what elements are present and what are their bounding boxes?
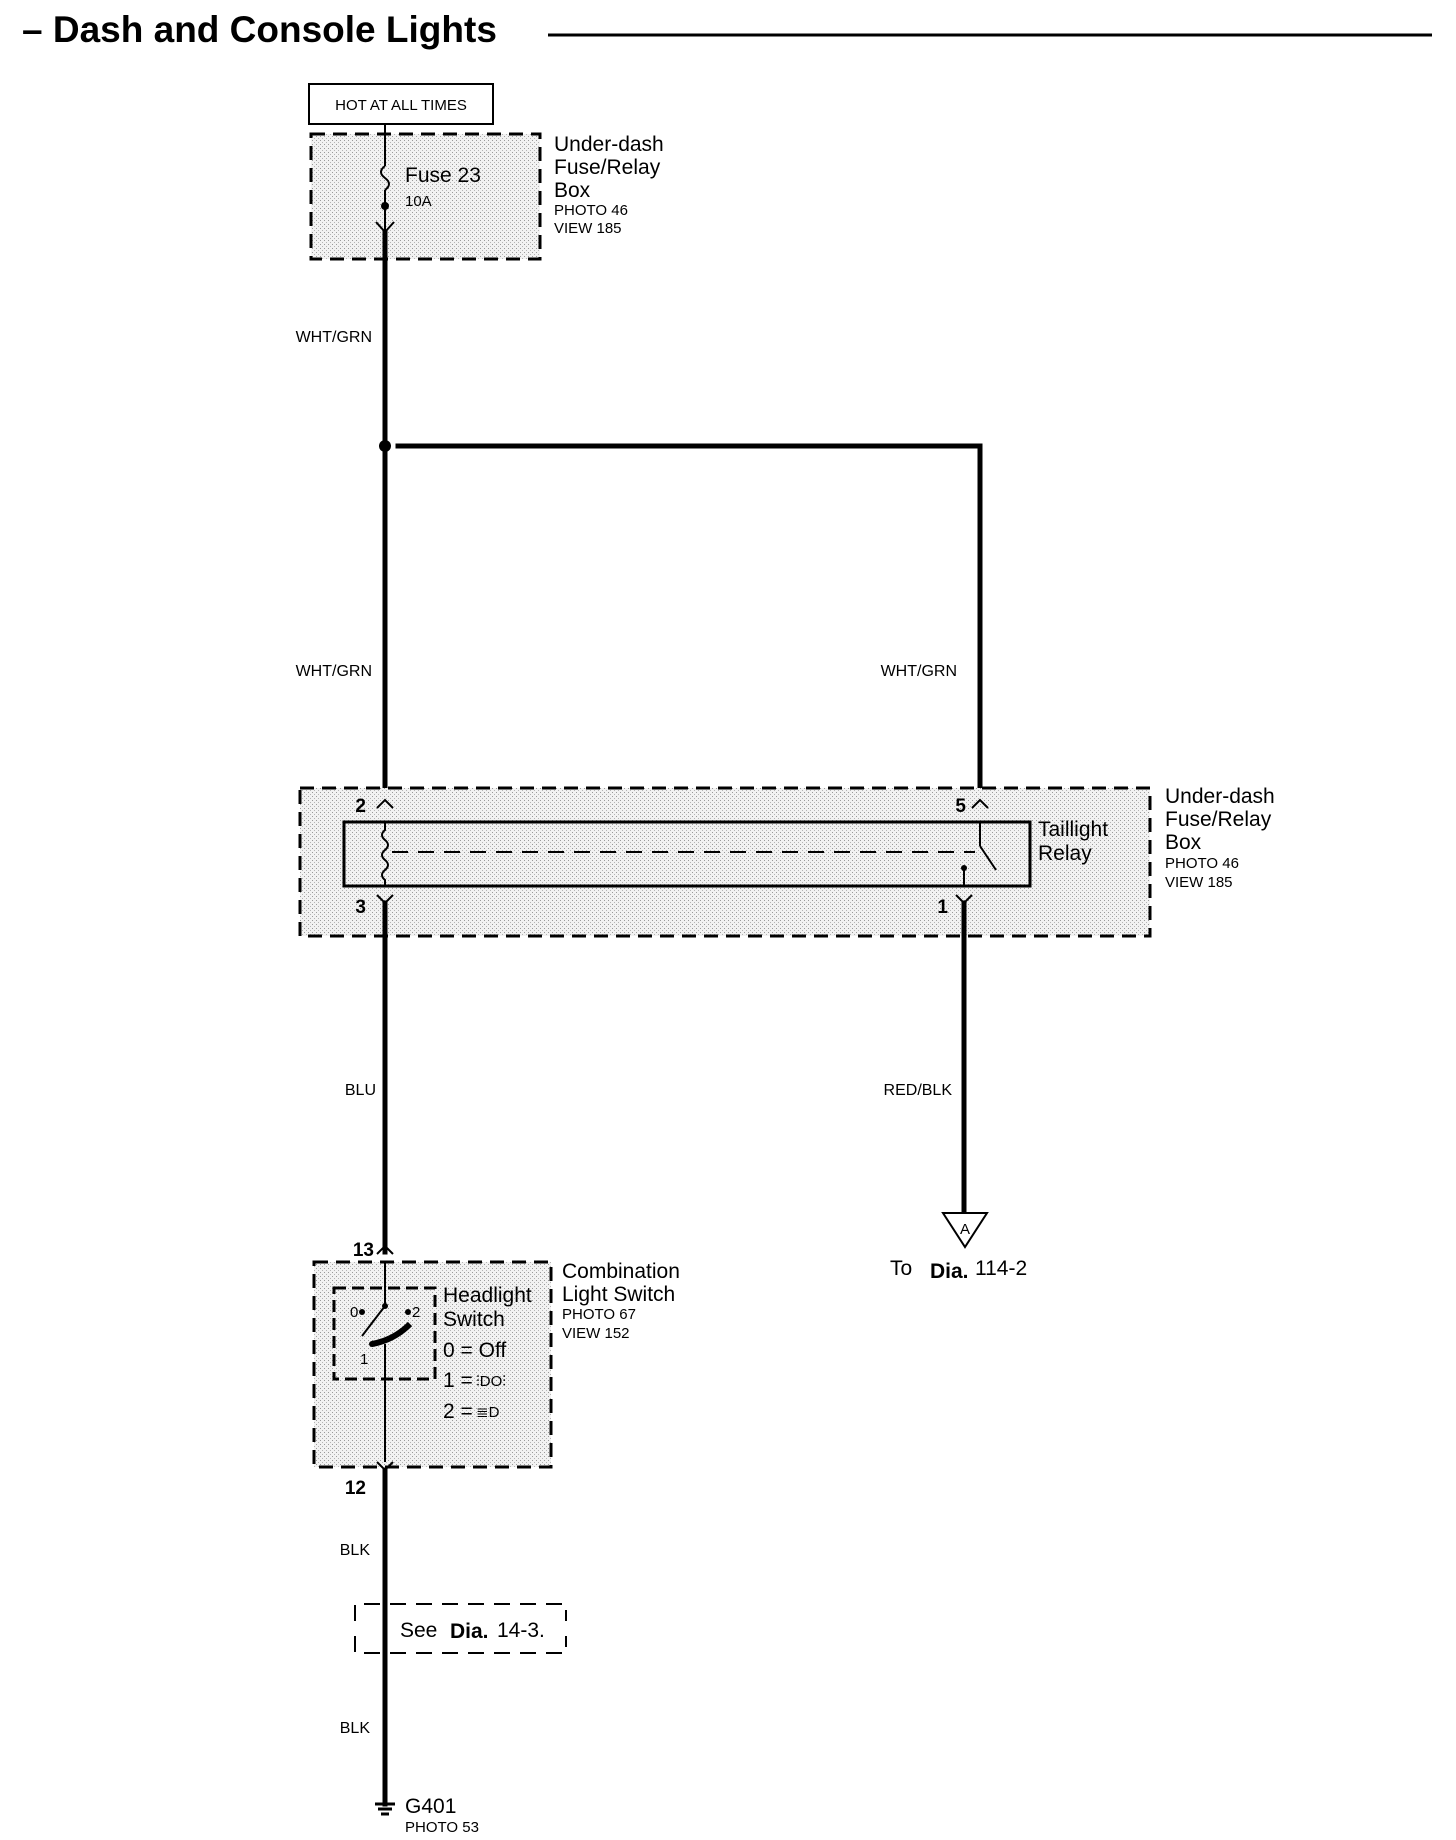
- relay-pin-5: 5: [955, 796, 966, 817]
- switch-pin-13: 13: [353, 1240, 374, 1261]
- parking-lights-icon: ⫶DO⫶: [476, 1373, 506, 1390]
- connector-a-icon: [941, 1212, 989, 1249]
- connector-a-to: To: [890, 1257, 912, 1280]
- relay-pin-1: 1: [937, 897, 948, 918]
- relay-box-name-3: Box: [1165, 831, 1202, 854]
- wire-label-mid-left: WHT/GRN: [296, 663, 372, 680]
- switch-blade-icon: [361, 1305, 386, 1337]
- switch-position-0: 0: [350, 1304, 358, 1321]
- pin-13-connector-icon: [376, 1244, 394, 1255]
- relay-pin-3: 3: [355, 897, 366, 918]
- relay-contact-arm-icon: [979, 845, 997, 871]
- connector-a-ref: 114-2: [975, 1257, 1027, 1280]
- fuse-box-top-name-1: Under-dash: [554, 133, 664, 156]
- switch-position-1: 1: [360, 1351, 368, 1368]
- ground-name: G401: [405, 1795, 456, 1818]
- headlight-switch-name-1: Headlight: [443, 1284, 532, 1307]
- power-source-label: HOT AT ALL TIMES: [335, 97, 467, 114]
- relay-box-name-2: Fuse/Relay: [1165, 808, 1272, 831]
- see-ref-number: 14-3.: [497, 1619, 545, 1642]
- fuse-box-top-view: VIEW 185: [554, 220, 622, 237]
- legend-pos1-prefix: 1 =: [443, 1369, 473, 1392]
- fuse-box-top-name-2: Fuse/Relay: [554, 156, 661, 179]
- relay-box-view: VIEW 185: [1165, 874, 1233, 891]
- see-ref-bracket-top: [354, 1603, 567, 1621]
- headlight-icon: ≣D: [476, 1404, 500, 1421]
- relay-pin-2: 2: [355, 796, 366, 817]
- connector-a-dia: Dia.: [930, 1260, 969, 1283]
- switch-view: VIEW 152: [562, 1325, 630, 1342]
- wire-label-mid-right: WHT/GRN: [881, 663, 957, 680]
- headlight-switch-name-2: Switch: [443, 1308, 505, 1331]
- relay-name-2: Relay: [1038, 842, 1092, 865]
- switch-name-2: Light Switch: [562, 1283, 675, 1306]
- see-ref-dia: Dia.: [450, 1620, 489, 1643]
- wire-label-blk-lower: BLK: [340, 1720, 371, 1737]
- see-ref-bracket-bottom: [354, 1636, 567, 1654]
- fuse-box-top: [309, 132, 542, 261]
- switch-photo: PHOTO 67: [562, 1306, 636, 1323]
- combination-switch-box: [312, 1260, 553, 1469]
- switch-contact-2: [405, 1309, 411, 1315]
- switch-contact-0: [359, 1309, 365, 1315]
- fuse-box-top-name-3: Box: [554, 179, 591, 202]
- switch-contact-1: [369, 1341, 375, 1347]
- connector-a-letter: A: [960, 1221, 970, 1238]
- power-source-box: [308, 83, 494, 125]
- switch-position-2: 2: [412, 1304, 420, 1321]
- wire-label-red-blk: RED/BLK: [884, 1082, 953, 1099]
- relay-name-1: Taillight: [1038, 818, 1108, 841]
- relay-coil-icon: [381, 822, 389, 886]
- fuse-rating: 10A: [405, 193, 432, 210]
- pin-5-connector-icon: [971, 798, 989, 809]
- see-ref-word: See: [400, 1619, 437, 1642]
- switch-pin-12: 12: [345, 1478, 366, 1499]
- wire-wht-grn-right-branch: [395, 443, 983, 811]
- switch-contact-arc-icon: [371, 1321, 413, 1347]
- fuse-name: Fuse 23: [405, 164, 481, 187]
- legend-off: 0 = Off: [443, 1339, 506, 1362]
- taillight-relay: [342, 820, 1032, 888]
- relay-box-photo: PHOTO 46: [1165, 855, 1239, 872]
- wire-label-blu: BLU: [345, 1082, 376, 1099]
- relay-contact-point: [961, 865, 967, 871]
- wire-label-top-left: WHT/GRN: [296, 329, 372, 346]
- wire-label-blk-upper: BLK: [340, 1542, 371, 1559]
- relay-box-name-1: Under-dash: [1165, 785, 1275, 808]
- fuse-box-top-photo: PHOTO 46: [554, 202, 628, 219]
- fuse-icon: [380, 165, 390, 191]
- legend-pos2-prefix: 2 =: [443, 1400, 473, 1423]
- pin-2-connector-icon: [376, 798, 394, 809]
- page-title: – Dash and Console Lights: [22, 9, 497, 50]
- ground-photo: PHOTO 53: [405, 1819, 479, 1836]
- switch-name-1: Combination: [562, 1260, 680, 1283]
